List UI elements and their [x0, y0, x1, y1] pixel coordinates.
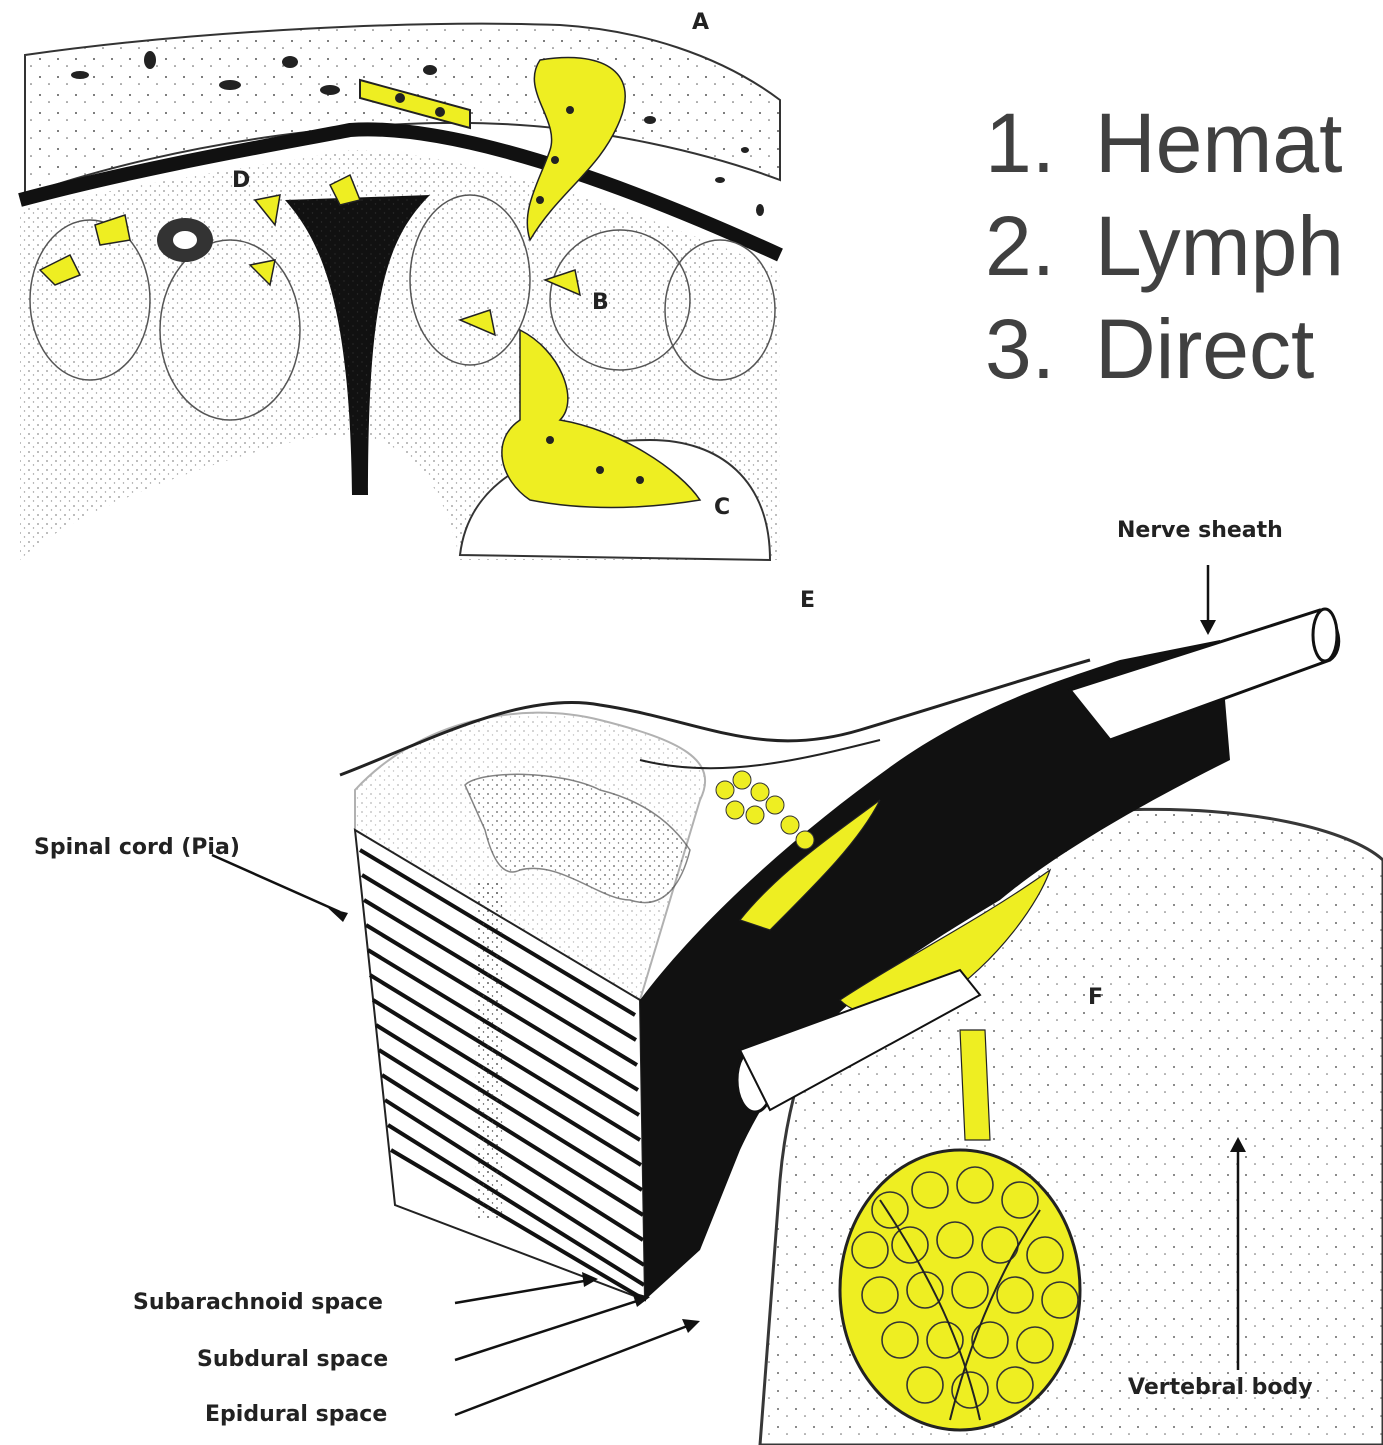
label-vertebral-body: Vertebral body: [1128, 1375, 1313, 1400]
label-subdural-space: Subdural space: [197, 1347, 388, 1372]
meninges-diagram: [20, 24, 780, 560]
label-nerve-sheath: Nerve sheath: [1117, 518, 1283, 543]
list-item-text: Hemat: [1095, 96, 1342, 190]
label-spinal-cord: Spinal cord (Pia): [34, 835, 240, 860]
list-item: 2.Lymph: [985, 195, 1344, 298]
spread-routes-list: 1.Hemat 2.Lymph 3.Direct: [985, 92, 1344, 401]
figure-letter-f: F: [1088, 985, 1103, 1010]
spinal-cross-section-diagram: [212, 565, 1383, 1445]
figure-letter-c: C: [714, 495, 730, 520]
figure-letter-d: D: [232, 168, 250, 193]
label-epidural-space: Epidural space: [205, 1402, 387, 1427]
figure-letter-a: A: [692, 10, 709, 35]
list-item-text: Lymph: [1095, 199, 1344, 293]
list-item: 3.Direct: [985, 298, 1344, 401]
list-item-text: Direct: [1095, 302, 1314, 396]
figure-letter-b: B: [592, 290, 609, 315]
figure-letter-e: E: [800, 588, 815, 613]
list-item: 1.Hemat: [985, 92, 1344, 195]
label-subarachnoid-space: Subarachnoid space: [133, 1290, 383, 1315]
